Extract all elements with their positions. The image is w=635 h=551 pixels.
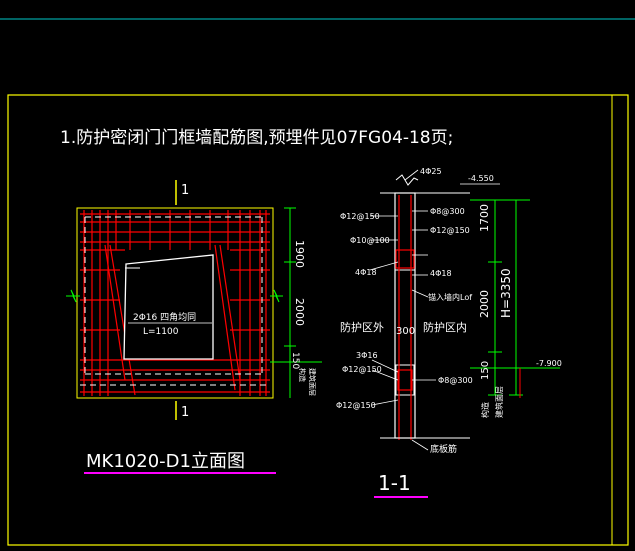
dim-2000-section: 2000 xyxy=(478,290,491,318)
title-note: 1.防护密闭门门框墙配筋图,预埋件见07FG04-18页; xyxy=(60,128,453,148)
label-bar-b: 4Φ18 xyxy=(430,269,452,278)
label-elev-top: -4.550 xyxy=(468,174,494,183)
label-bar-a: 4Φ18 xyxy=(355,268,377,277)
elevation-title: MK1020-D1立面图 xyxy=(86,451,245,472)
section-sill-rebar xyxy=(397,369,413,391)
section-mark-bottom: 1 xyxy=(181,405,189,420)
dim-150: 150 xyxy=(290,352,300,369)
side-label-a: 构造 xyxy=(298,368,307,382)
label-top-bar: 4Φ25 xyxy=(420,167,442,176)
section-drawing: 4Φ25 -4.550 Φ12@150 Φ8@300 Φ10@100 Φ12@1… xyxy=(336,167,562,498)
label-wall-width: 300 xyxy=(396,326,415,337)
section-title: 1-1 xyxy=(378,471,411,495)
section-top-break xyxy=(395,174,419,186)
section-side-label-b: 建筑面层 xyxy=(494,386,504,418)
door-opening xyxy=(123,254,214,360)
inner-note-length: L=1100 xyxy=(143,327,179,337)
label-bottom-bars: 3Φ16 xyxy=(356,351,378,360)
label-elev-bottom: -7.900 xyxy=(536,359,562,368)
label-zone-inside: 防护区内 xyxy=(423,320,467,334)
section-mark-top: 1 xyxy=(181,183,189,198)
side-label-b: 建筑面层 xyxy=(308,368,317,396)
section-side-label-a: 构造 xyxy=(480,402,490,418)
wall-outline xyxy=(76,207,274,399)
label-rebar-e: Φ12@150 xyxy=(342,365,382,374)
label-anchor-note: 锚入墙内Lof xyxy=(428,292,472,302)
label-rebar-d: Φ12@150 xyxy=(430,226,470,235)
drawing-frame xyxy=(7,94,629,546)
label-zone-outside: 防护区外 xyxy=(340,320,384,334)
label-rebar-c: Φ10@100 xyxy=(350,236,390,245)
rebar-grid xyxy=(80,210,270,396)
elevation-drawing: 1 1 xyxy=(66,180,322,474)
dashed-lines xyxy=(80,216,270,386)
section-dimensions xyxy=(470,199,560,396)
section-beam-rebar xyxy=(395,249,415,269)
elevation-dimensions xyxy=(270,207,322,398)
section-leaders xyxy=(369,169,436,451)
dim-h: H=3350 xyxy=(499,268,513,318)
dim-1700: 1700 xyxy=(478,204,491,232)
break-symbol-right xyxy=(270,289,283,303)
label-rebar-f: Φ8@300 xyxy=(438,376,473,385)
inner-note-rebar: 2Φ16 四角均同 xyxy=(133,311,196,323)
dim-1900: 1900 xyxy=(293,240,306,268)
label-bottom-note: 底板筋 xyxy=(430,443,457,455)
dim-150-section: 150 xyxy=(480,361,491,380)
label-rebar-b: Φ8@300 xyxy=(430,207,465,216)
dim-2000: 2000 xyxy=(293,298,306,326)
label-rebar-a: Φ12@150 xyxy=(340,212,380,221)
label-rebar-g: Φ12@150 xyxy=(336,401,376,410)
break-symbol-left xyxy=(66,289,80,303)
